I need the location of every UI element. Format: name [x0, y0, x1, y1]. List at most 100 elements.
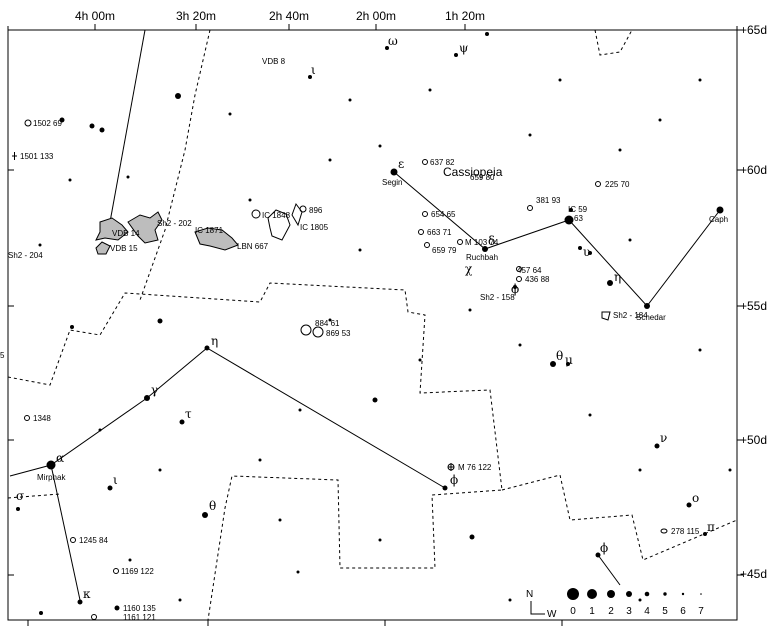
star-name-ruchbah: Ruchbah	[466, 253, 498, 262]
ra-label-3h20m: 3h 20m	[176, 9, 216, 23]
constellation-name: Cassiopeia	[443, 165, 503, 179]
cluster-457	[516, 266, 522, 272]
mag-dot-2	[607, 590, 615, 598]
label-1501: 1501 133	[20, 152, 54, 161]
dec-label-55: +55d	[740, 299, 767, 313]
mag-dot-0	[567, 588, 579, 600]
cluster-225	[595, 181, 601, 187]
cluster-884	[300, 324, 312, 336]
star-iota-low: ι	[113, 473, 118, 487]
label-1348: 1348	[33, 414, 51, 423]
mag-label-2: 2	[608, 606, 614, 617]
star-name-caph: Caph	[709, 215, 728, 224]
label-ic1848: IC 1848	[262, 211, 291, 220]
label-225: 225 70	[605, 180, 630, 189]
mag-dot-6	[681, 592, 685, 596]
axis-ticks	[7, 24, 743, 626]
star-phi-bottom: ϕ	[600, 541, 608, 555]
star-omicron: ο	[692, 491, 699, 505]
label-sh2-202: Sh2 - 202	[157, 219, 192, 228]
star-iota-top: ι	[311, 63, 316, 77]
cluster-869	[312, 326, 324, 338]
nebula-vdb14	[95, 217, 129, 241]
mag-dot-5	[663, 592, 667, 596]
label-lbn667: LBN 667	[237, 242, 269, 251]
label-sh2-184: Sh2 - 184	[613, 311, 648, 320]
planetary-m76-ring	[447, 463, 455, 471]
label-659-top: 659 80	[470, 173, 495, 182]
mag-dot-7	[700, 593, 702, 595]
label-m76: M 76 122	[458, 463, 492, 472]
star-alpha: α	[56, 451, 64, 465]
label-m103: M 103 74	[465, 238, 499, 247]
left-edge-label: 5	[0, 351, 5, 360]
cluster-1348	[24, 415, 30, 421]
cluster-663	[418, 229, 424, 235]
mag-label-1: 1	[589, 606, 595, 617]
dso-markers	[12, 119, 668, 620]
star-delta: δ	[488, 234, 495, 248]
cluster-1169	[113, 568, 119, 574]
dec-label-60: +60d	[740, 163, 767, 177]
star-nu: ν	[660, 431, 667, 445]
label-1160: 1160 135	[123, 604, 156, 613]
label-659: 659 79	[432, 246, 457, 255]
mag-label-7: 7	[698, 606, 704, 617]
label-vdb8: VDB 8	[262, 57, 286, 66]
star-name-schedar: Schedar	[636, 313, 666, 322]
mag-dot-3	[626, 591, 632, 597]
ra-label-4h00m: 4h 00m	[75, 9, 115, 23]
star-mu: μ	[565, 353, 573, 367]
label-1161: 1161 121	[123, 613, 156, 622]
mag-dot-1	[587, 589, 597, 599]
star-chi: χ	[465, 262, 473, 276]
label-sh2-158: Sh2 - 158	[480, 293, 515, 302]
cluster-1245	[70, 537, 76, 543]
cluster-896	[299, 205, 307, 213]
label-436: 436 88	[525, 275, 550, 284]
nebula-vdb15	[95, 241, 111, 255]
mag-label-4: 4	[644, 606, 650, 617]
dec-label-65: +65d	[740, 23, 767, 37]
mag-label-0: 0	[570, 606, 576, 617]
label-278: 278 115	[671, 527, 700, 536]
label-896: 896	[309, 206, 323, 215]
label-663: 663 71	[427, 228, 452, 237]
magnitude-legend: 0 1 2 3 4 5 6 7	[567, 588, 704, 617]
label-63: 63	[574, 214, 583, 223]
label-1502: 1502 69	[33, 119, 62, 128]
mag-label-3: 3	[626, 606, 632, 617]
label-654: 654 65	[431, 210, 456, 219]
star-kappa: κ	[83, 587, 91, 601]
star-pi: π	[707, 520, 715, 534]
cluster-654	[422, 211, 428, 217]
star-upsilon: υ	[583, 245, 590, 259]
star-epsilon: ε	[398, 157, 404, 171]
cluster-436	[516, 276, 522, 282]
label-ic59: IC 59	[568, 205, 588, 214]
star-name-mirphak: Mirphak	[37, 473, 66, 482]
nebula-ic1848	[267, 209, 291, 241]
label-457: 457 64	[517, 266, 542, 275]
compass-west: W	[547, 609, 557, 620]
nebula-sh2-202	[127, 211, 163, 244]
label-637: 637 82	[430, 158, 455, 167]
constellation-boundaries	[7, 29, 738, 621]
stars	[16, 32, 732, 615]
ra-label-2h40m: 2h 40m	[269, 9, 309, 23]
label-884: 884 61	[315, 319, 340, 328]
star-eta-cas: η	[614, 270, 621, 284]
star-phi-per: ϕ	[450, 473, 458, 487]
star-phi-mid: ϕ	[511, 282, 519, 296]
compass: N W	[526, 589, 557, 620]
nebula-sh2-184	[601, 311, 611, 321]
cluster-1161	[91, 614, 97, 620]
label-sh2-204: Sh2 - 204	[8, 251, 43, 260]
cluster-ic1848-marker	[251, 209, 261, 219]
star-eta-per: η	[211, 334, 218, 348]
star-name-segin: Segin	[382, 178, 402, 187]
star-theta-per: θ	[209, 499, 216, 513]
ra-label-2h00m: 2h 00m	[356, 9, 396, 23]
label-ic1871: IC 1871	[195, 226, 224, 235]
